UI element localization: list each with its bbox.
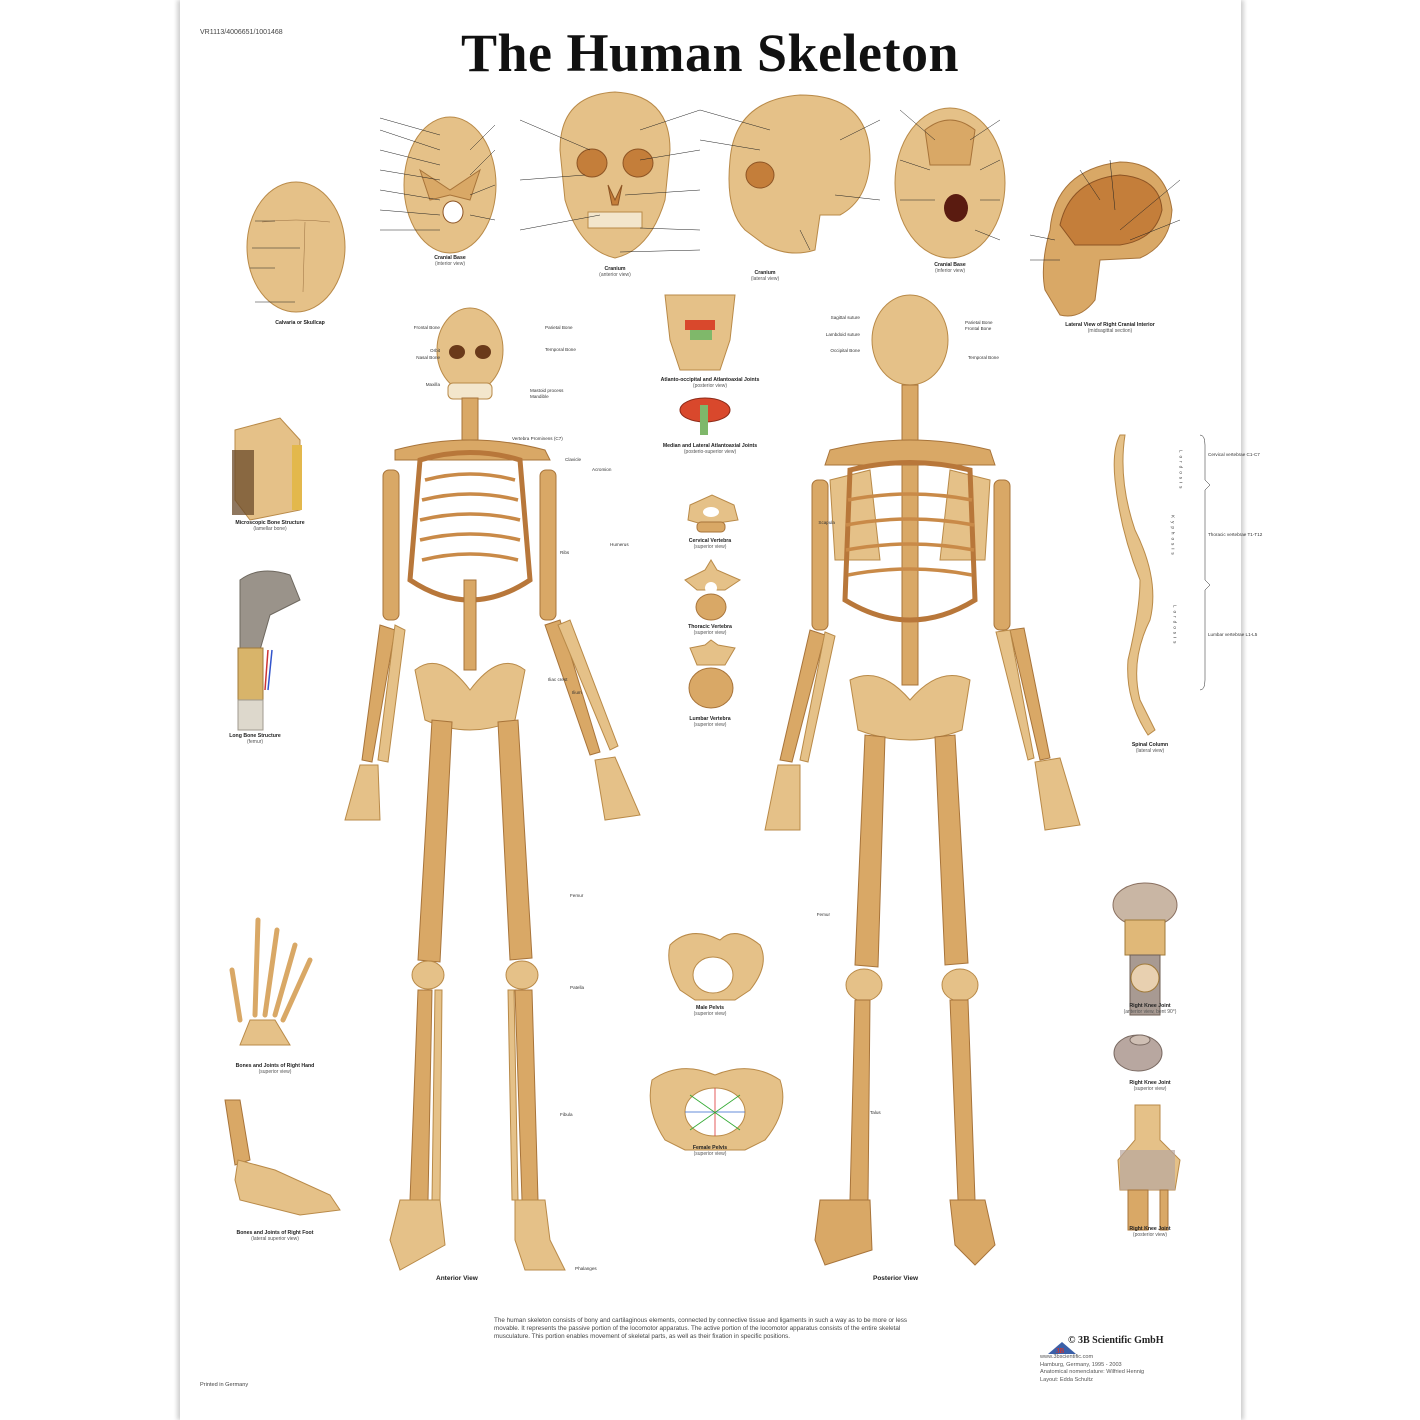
- cranial-base-interior-illustration: [379, 116, 497, 254]
- label-temporal-bone: Temporal Bone: [545, 347, 576, 352]
- label-frontal-bone: Frontal Bone: [413, 325, 440, 330]
- long-bone-caption: Long Bone Structure(femur): [229, 733, 281, 745]
- label-clavicle: Clavicle: [565, 457, 582, 462]
- label-sagittal-suture: Sagittal suture: [830, 315, 860, 320]
- cranium-lateral-caption: Cranium(lateral view): [750, 270, 780, 282]
- microscopic-bone-illustration: [232, 417, 302, 521]
- male-pelvis-caption: Male Pelvis(superior view): [693, 1005, 727, 1017]
- cranial-base-exterior-caption: Cranial Base(inferior view): [934, 262, 966, 274]
- knee-superior-caption: Right Knee Joint(superior view): [1129, 1080, 1171, 1092]
- female-pelvis-illustration: [649, 1068, 784, 1151]
- cranium-anterior-caption: Cranium(anterior view): [599, 266, 631, 278]
- cranial-interior-lateral-illustration: [1029, 159, 1181, 317]
- label-humerus: Humerus: [610, 542, 629, 547]
- spinal-column-caption: Spinal Column(lateral view): [1131, 742, 1169, 754]
- posterior-view-title: Posterior View: [873, 1275, 919, 1282]
- cervical-vertebra-illustration: [687, 494, 739, 533]
- cranium-anterior-illustration: [519, 91, 701, 259]
- curve-label-kyphosis: Kyphosis: [1170, 515, 1176, 558]
- anterior-skeleton-illustration: [344, 307, 641, 1271]
- region-label-lumbar: Lumbar vertebrae L1-L5: [1208, 632, 1258, 637]
- label-nasal-bone: Nasal Bone: [416, 355, 440, 360]
- posterior-skeleton-illustration: [764, 294, 1081, 1266]
- calvaria-illustration: [246, 181, 346, 313]
- microscopic-bone-caption: Microscopic Bone Structure(lamellar bone…: [235, 520, 305, 532]
- label-vertebra-prominens: Vertebra Prominens (C7): [512, 436, 563, 441]
- cranial-interior-lateral-caption: Lateral View of Right Cranial Interior(m…: [1065, 322, 1155, 334]
- label-acromion: Acromion: [592, 467, 612, 472]
- thoracic-vertebra-illustration: [684, 559, 742, 621]
- label-orbit: Orbit: [430, 348, 440, 353]
- female-pelvis-caption: Female Pelvis(superior view): [692, 1145, 728, 1157]
- long-bone-illustration: [237, 570, 301, 731]
- label-lambdoid-suture: Lambdoid suture: [825, 332, 860, 337]
- publisher-url: www.3bscientific.com: [1040, 1354, 1094, 1360]
- label-frontal-bone-posterior: Frontal Bone: [965, 326, 992, 331]
- label-parietal-bone: Parietal Bone: [545, 325, 573, 330]
- atlanto-occipital-caption: Atlanto-occipital and Atlantoaxial Joint…: [660, 377, 760, 389]
- label-femur-posterior: Femur: [816, 912, 830, 917]
- label-scapula: Scapula: [818, 520, 835, 525]
- label-fibula: Fibula: [560, 1112, 573, 1117]
- lumbar-vertebra-caption: Lumbar Vertebra(superior view): [689, 716, 731, 728]
- male-pelvis-illustration: [668, 933, 764, 1001]
- publisher-nomenclature: Anatomical nomenclature: Wilfried Hennig: [1040, 1369, 1145, 1375]
- product-code: VR1113/4006651/1001468: [200, 29, 283, 36]
- cervical-vertebra-caption: Cervical Vertebra(superior view): [688, 538, 732, 550]
- label-patella: Patella: [570, 985, 585, 990]
- hand-caption: Bones and Joints of Right Hand(superior …: [235, 1063, 315, 1075]
- foot-caption: Bones and Joints of Right Foot(lateral s…: [236, 1230, 314, 1242]
- knee-anterior-caption: Right Knee Joint(anterior view, bent 90°…: [1123, 1003, 1177, 1015]
- anterior-view-title: Anterior View: [436, 1275, 478, 1282]
- lumbar-vertebra-illustration: [688, 639, 736, 709]
- knee-superior-illustration: [1113, 1034, 1163, 1072]
- svg-text:3B: 3B: [1056, 1347, 1065, 1355]
- hand-illustration: [229, 917, 313, 1046]
- foot-illustration: [224, 1099, 341, 1216]
- label-tibia-posterior: Talus: [870, 1110, 881, 1115]
- curve-label-lumbar-lordosis: Lordosis: [1172, 605, 1178, 647]
- knee-anterior-illustration: [1112, 882, 1178, 1016]
- label-temporal-bone-posterior: Temporal Bone: [968, 355, 999, 360]
- 3b-logo-icon: 3B: [1048, 1342, 1076, 1355]
- cranial-base-exterior-illustration: [894, 107, 1006, 259]
- publisher-block: © 3B Scientific GmbH www.3bscientific.co…: [1040, 1336, 1164, 1384]
- region-label-cervical: Cervical vertebrae C1-C7: [1208, 452, 1260, 457]
- thoracic-vertebra-caption: Thoracic Vertebra(superior view): [688, 624, 732, 636]
- atlanto-occipital-illustration: [664, 294, 736, 371]
- label-maxilla: Maxilla: [425, 382, 440, 387]
- label-parietal-bone-posterior: Parietal Bone: [965, 320, 993, 325]
- label-iliac-crest: Iliac crest: [548, 677, 568, 682]
- publisher-location: Hamburg, Germany, 1995 - 2003: [1040, 1361, 1122, 1368]
- poster-title: The Human Skeleton: [460, 23, 960, 83]
- atlantoaxial-caption: Median and Lateral Atlantoaxial Joints(p…: [662, 443, 758, 455]
- region-label-thoracic: Thoracic vertebrae T1-T12: [1208, 532, 1263, 537]
- label-ilium: Ilium: [572, 690, 582, 695]
- publisher-brand: © 3B Scientific GmbH: [1068, 1335, 1164, 1346]
- label-mastoid-process: Mastoid process: [530, 388, 564, 393]
- description-text: The human skeleton consists of bony and …: [494, 1317, 908, 1340]
- curve-label-cervical-lordosis: Lordosis: [1178, 450, 1184, 492]
- knee-posterior-caption: Right Knee Joint(posterior view): [1129, 1226, 1171, 1238]
- printed-in: Printed in Germany: [200, 1382, 249, 1388]
- label-femur: Femur: [570, 893, 584, 898]
- label-occipital-bone: Occipital Bone: [830, 348, 860, 353]
- cranium-lateral-illustration: [699, 94, 881, 254]
- knee-posterior-illustration: [1117, 1104, 1181, 1231]
- calvaria-caption: Calvaria or Skullcap: [275, 320, 325, 326]
- atlantoaxial-illustration: [679, 397, 731, 435]
- publisher-layout: Layout: Edda Schultz: [1040, 1376, 1093, 1383]
- label-mandible: Mandible: [530, 394, 549, 399]
- label-phalanges: Phalanges: [575, 1266, 597, 1271]
- label-ribs: Ribs: [560, 550, 570, 555]
- spinal-column-illustration: [1113, 434, 1211, 736]
- cranial-base-interior-caption: Cranial Base(interior view): [434, 255, 466, 267]
